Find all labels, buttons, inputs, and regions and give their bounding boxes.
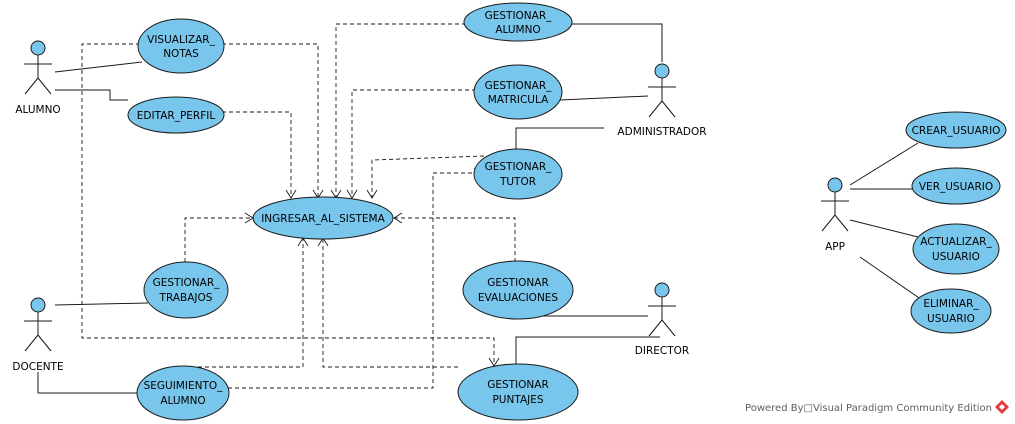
dep-editar-ingresar (222, 111, 292, 198)
assoc-docente-seguimiento (37, 372, 140, 394)
use-case-visualizar-notas[interactable]: VISUALIZAR_ NOTAS (137, 18, 225, 74)
assoc-alumno-editar-perfil (55, 89, 128, 101)
use-case-label: VISUALIZAR_ (147, 34, 215, 46)
assoc-admin-gestionar-alumno (570, 23, 663, 62)
assoc-director-puntajes (515, 336, 660, 368)
use-case-label: VER_USUARIO (919, 181, 993, 193)
use-case-label: PUNTAJES (492, 394, 543, 406)
dep-trabajos-ingresar (184, 217, 253, 262)
dep-gestionar-alumno-ingresar (335, 23, 466, 198)
footer-watermark: Powered By□Visual Paradigm Community Edi… (745, 400, 1009, 414)
actor-label: APP (825, 241, 845, 253)
use-cases: VISUALIZAR_ NOTAS EDITAR_PERFIL GESTIONA… (127, 2, 1007, 421)
use-case-seguimiento-alumno[interactable]: SEGUIMIENTO_ ALUMNO (136, 365, 230, 421)
use-case-gestionar-tutor[interactable]: GESTIONAR_ TUTOR (473, 148, 563, 200)
use-case-crear-usuario[interactable]: CREAR_USUARIO (905, 111, 1007, 149)
use-case-label: TUTOR (499, 176, 536, 188)
actor-label: DOCENTE (12, 361, 63, 373)
use-case-label: TRABAJOS (159, 292, 213, 304)
use-case-label: GESTIONAR_ (485, 10, 553, 22)
dep-alumno-puntajes (81, 43, 495, 366)
assoc-app-eliminar (859, 256, 923, 301)
use-case-gestionar-alumno[interactable]: GESTIONAR_ ALUMNO (463, 2, 573, 42)
use-case-label: ALUMNO (495, 24, 540, 36)
use-case-actualizar-usuario[interactable]: ACTUALIZAR_ USUARIO (912, 223, 1000, 275)
use-case-label: GESTIONAR (487, 277, 549, 289)
use-case-label: NOTAS (163, 48, 199, 60)
use-case-eliminar-usuario[interactable]: ELIMINAR_ USUARIO (910, 288, 992, 334)
use-case-label: USUARIO (927, 313, 975, 325)
use-case-label: CREAR_USUARIO (912, 125, 1001, 137)
use-case-label: SEGUIMIENTO_ (144, 380, 224, 392)
use-case-label: GESTIONAR_ (485, 161, 553, 173)
actor-label: DIRECTOR (635, 345, 689, 357)
dep-puntajes-ingresar (322, 238, 458, 368)
dep-matricula-ingresar (351, 89, 476, 198)
use-case-label: EDITAR_PERFIL (137, 110, 216, 122)
assoc-admin-gestionar-tutor (515, 127, 604, 152)
assoc-app-crear (849, 142, 919, 186)
use-case-label: ELIMINAR_ (923, 298, 979, 310)
dep-tutor-ingresar (371, 155, 485, 198)
use-case-gestionar-trabajos[interactable]: GESTIONAR_ TRABAJOS (143, 261, 229, 319)
use-case-gestionar-puntajes[interactable]: GESTIONAR PUNTAJES (457, 363, 579, 421)
use-case-ingresar-al-sistema[interactable]: INGRESAR_AL_SISTEMA (252, 196, 394, 240)
actor-alumno[interactable]: ALUMNO (15, 40, 61, 116)
use-case-label: EVALUACIONES (478, 292, 559, 304)
actor-app[interactable]: APP (821, 177, 849, 253)
dep-seguimiento-tutor (228, 172, 482, 389)
footer-text: Powered By□Visual Paradigm Community Edi… (745, 403, 992, 414)
use-case-label: INGRESAR_AL_SISTEMA (261, 213, 385, 225)
dep-evaluaciones-ingresar (394, 217, 516, 262)
actor-docente[interactable]: DOCENTE (12, 297, 64, 373)
use-case-label: MATRICULA (488, 94, 549, 106)
use-case-label: ACTUALIZAR_ (920, 236, 992, 248)
actor-administrador[interactable]: ADMINISTRADOR (617, 63, 707, 138)
assoc-app-actualizar (849, 219, 919, 238)
dep-seguimiento-ingresar (198, 238, 304, 368)
assoc-docente-gestionar-trabajos (54, 302, 149, 306)
actor-director[interactable]: DIRECTOR (635, 282, 689, 357)
assoc-admin-gestionar-matricula (559, 95, 649, 101)
visual-paradigm-logo-icon (995, 400, 1009, 414)
use-case-gestionar-evaluaciones[interactable]: GESTIONAR EVALUACIONES (462, 260, 574, 320)
actors: ALUMNO DOCENTE ADMINISTRADOR DIRECTOR AP… (12, 40, 849, 373)
use-case-label: GESTIONAR_ (153, 277, 221, 289)
use-case-label: USUARIO (932, 251, 980, 263)
actor-label: ALUMNO (15, 104, 60, 116)
use-case-label: ALUMNO (160, 395, 205, 407)
use-case-label: GESTIONAR_ (485, 80, 553, 92)
use-case-gestionar-matricula[interactable]: GESTIONAR_ MATRICULA (473, 64, 563, 120)
use-case-ver-usuario[interactable]: VER_USUARIO (911, 167, 1001, 205)
use-case-label: GESTIONAR (487, 379, 549, 391)
associations (37, 23, 923, 394)
use-case-editar-perfil[interactable]: EDITAR_PERFIL (127, 96, 225, 134)
actor-label: ADMINISTRADOR (617, 126, 706, 138)
dep-visualizar-ingresar (222, 43, 319, 198)
assoc-alumno-visualizar-notas (54, 61, 143, 73)
